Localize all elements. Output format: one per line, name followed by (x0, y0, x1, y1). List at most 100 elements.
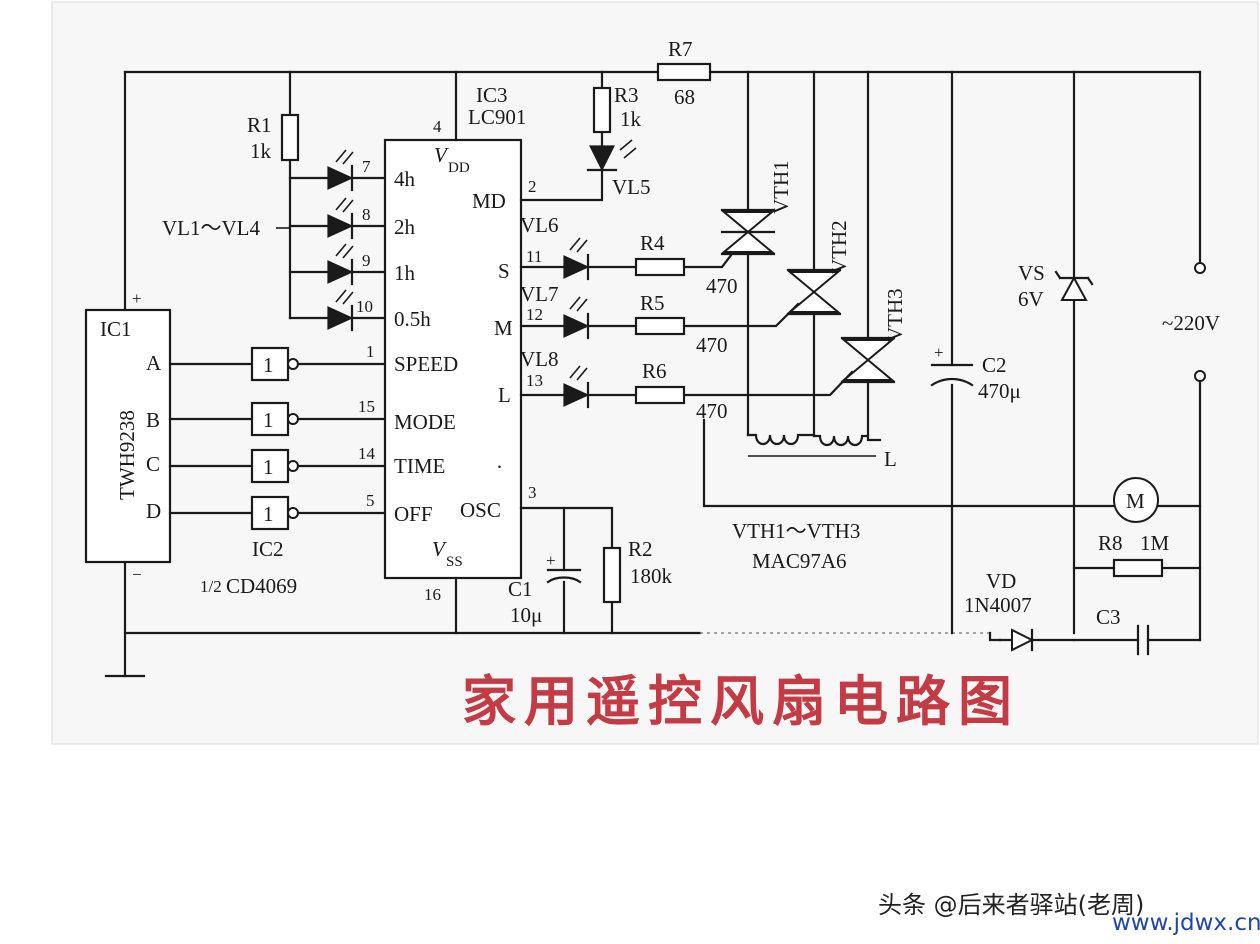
ic3-pin-1: 1 (366, 342, 375, 361)
r1-resistor: R1 1k (247, 70, 300, 320)
ic2-fraction-label: 1/2 (200, 577, 222, 596)
ic3-pin-13: 13 (526, 371, 543, 390)
ic3-pin-2: 2 (528, 177, 537, 196)
inductor-label: L (884, 447, 897, 471)
speed-m-branch: VL7 R5 470 (519, 282, 800, 357)
vth1-label: VTH1 (769, 160, 793, 214)
pin-off-label: OFF (394, 502, 433, 526)
ic1-pin-c-label: C (146, 452, 160, 476)
r2-label: R2 (628, 537, 653, 561)
vl4-led (288, 289, 387, 332)
r8-value-label: 1M (1140, 531, 1170, 555)
vs-label: VS (1018, 261, 1045, 285)
ic1-part-label: TWH9238 (115, 410, 139, 500)
ic3-label: IC3 (476, 83, 508, 107)
vs-zener: VS 6V (1018, 70, 1094, 635)
vth1-triac: VTH1 (720, 70, 793, 437)
r1-value-label: 1k (250, 139, 272, 163)
vd-part-label: 1N4007 (964, 593, 1032, 617)
diagram-title: 家用遥控风扇电路图 (462, 669, 1020, 733)
vdd-label: V (434, 143, 449, 167)
vss-subscript: SS (446, 554, 463, 570)
ic2-inverter-b: 1 (250, 401, 299, 437)
gate-a-label: 1 (263, 353, 274, 377)
vd-diode: VD 1N4007 (964, 569, 1076, 652)
motor: M (702, 418, 1202, 523)
r7-resistor: R7 68 (656, 37, 712, 109)
pin-m-label: M (494, 316, 513, 340)
pin-osc-label: OSC (460, 498, 501, 522)
pin-speed-label: SPEED (394, 352, 458, 376)
pin-time-label: TIME (394, 454, 445, 478)
vth-part-label: MAC97A6 (752, 549, 847, 573)
pin-s-label: S (498, 259, 510, 283)
vth2-label: VTH2 (827, 220, 851, 274)
vth3-label: VTH3 (883, 288, 907, 342)
ic2-label: IC2 (252, 537, 284, 561)
vth-range-label: VTH1～VTH3 (732, 519, 860, 543)
ic3-pin-5: 5 (366, 491, 375, 510)
c2-plus-label: + (934, 343, 944, 362)
gate-c-label: 1 (263, 455, 274, 479)
ic1-pin-b-label: B (146, 408, 160, 432)
c3-capacitor: C3 (1072, 605, 1202, 656)
r3-value-label: 1k (620, 107, 642, 131)
vl1-vl4-label: VL1～VL4 (162, 216, 260, 240)
ic1-plus-label: + (132, 289, 142, 308)
mains-label: ~220V (1162, 311, 1220, 335)
ic3-pin-10: 10 (356, 297, 373, 316)
vl1-led (288, 149, 387, 192)
vss-label: V (432, 537, 447, 561)
ic3-pin-12: 12 (526, 305, 543, 324)
osc-network: + C1 10μ R2 180k (508, 506, 673, 635)
c3-label: C3 (1096, 605, 1121, 629)
ic3-dot: · (496, 455, 503, 479)
c2-label: C2 (982, 353, 1007, 377)
vl6-label: VL6 (520, 213, 559, 237)
c1-label: C1 (508, 577, 533, 601)
speed-l-branch: VL8 R6 470 (519, 347, 854, 423)
motor-label: M (1126, 489, 1145, 513)
vdd-rail (123, 70, 1202, 312)
source-url: www.jdwx.cn (1112, 910, 1260, 936)
ic2-inverter-a: 1 (250, 346, 299, 382)
pin-05h-label: 0.5h (394, 307, 431, 331)
ic2-part-label: CD4069 (226, 574, 297, 598)
ic1-minus-label: − (132, 565, 142, 584)
vl7-label: VL7 (520, 282, 559, 306)
pin-4h-label: 4h (394, 167, 416, 191)
vs-value-label: 6V (1018, 287, 1044, 311)
c1-plus-label: + (546, 551, 556, 570)
r6-label: R6 (642, 359, 667, 383)
watermark-text: 头条 @后来者驿站(老周) (878, 891, 1144, 919)
r8-resistor: R8 1M (1072, 531, 1202, 578)
pin-md-label: MD (472, 189, 506, 213)
r5-value-label: 470 (696, 333, 728, 357)
pin-1h-label: 1h (394, 261, 416, 285)
r5-label: R5 (640, 291, 665, 315)
c2-value-label: 470μ (978, 379, 1021, 403)
speed-s-branch: VL6 R4 470 (519, 213, 740, 298)
ic3-pin-14: 14 (358, 444, 376, 463)
pin-mode-label: MODE (394, 410, 456, 434)
r7-value-label: 68 (674, 85, 695, 109)
ic1-pin-a-label: A (146, 351, 162, 375)
r1-label: R1 (247, 113, 272, 137)
ic1-label: IC1 (100, 317, 132, 341)
vd-label: VD (986, 569, 1016, 593)
ic1-pin-d-label: D (146, 499, 161, 523)
pin-l-label: L (498, 383, 511, 407)
ic3-pin-9: 9 (362, 251, 371, 270)
ic3-pin-3: 3 (528, 483, 537, 502)
r3-label: R3 (614, 83, 639, 107)
ic3-pin-16: 16 (424, 585, 441, 604)
ic3-pin-8: 8 (362, 205, 371, 224)
ic3-pin-11: 11 (526, 247, 542, 266)
c1-value-label: 10μ (510, 603, 542, 627)
r2-value-label: 180k (630, 564, 673, 588)
vl2-led (288, 197, 387, 240)
vth3-triac: VTH3 (840, 70, 907, 442)
gate-d-label: 1 (263, 502, 274, 526)
r6-value-label: 470 (696, 399, 728, 423)
mains-input: ~220V (1162, 70, 1220, 642)
